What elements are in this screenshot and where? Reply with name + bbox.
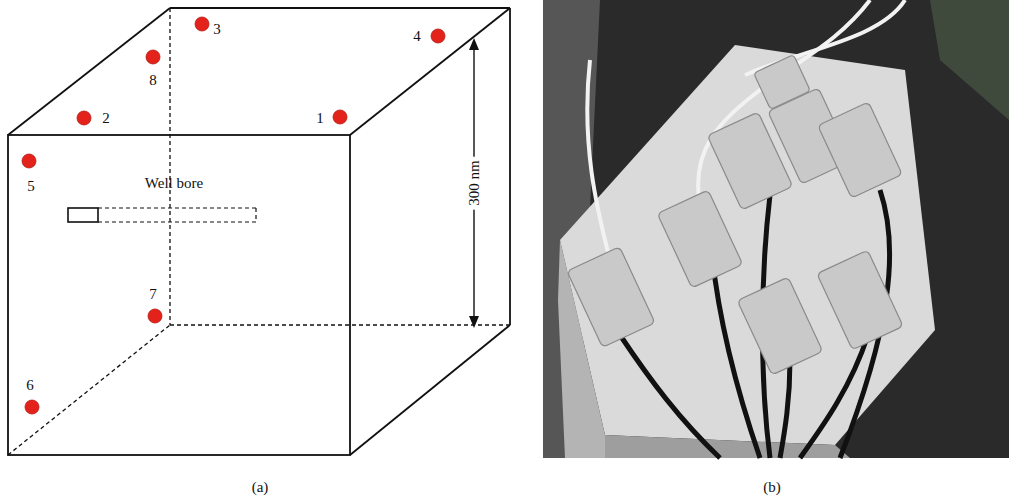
photo-device — [754, 55, 811, 110]
photo-cable — [587, 60, 610, 260]
photo-background-object — [930, 0, 1009, 120]
wellbore-line — [98, 207, 256, 208]
sensor-dot — [146, 50, 160, 64]
dimension-label: 300 nm — [465, 156, 484, 209]
callout-number: 3 — [213, 21, 221, 38]
cube-front-face — [8, 135, 350, 455]
wellbore-dashes — [98, 208, 256, 222]
callout-number: 7 — [149, 286, 157, 303]
dimension-arrowhead — [469, 316, 479, 328]
callout-number: 4 — [413, 28, 421, 45]
photo — [543, 0, 1009, 458]
photo-device — [818, 102, 903, 198]
cube-edge — [350, 325, 510, 455]
photo-background — [543, 0, 1009, 458]
photo-device — [657, 190, 742, 288]
sensor-dot — [431, 29, 445, 43]
wellbore-end — [255, 208, 256, 222]
callout-number: 1 — [316, 110, 324, 127]
part-label: Well bore — [145, 175, 203, 192]
sensor-dots — [22, 17, 445, 414]
callout-number: 6 — [26, 377, 34, 394]
sensor-dot — [77, 111, 91, 125]
photo-devices — [567, 55, 903, 375]
photo-device — [817, 250, 903, 350]
panel-label: (a) — [252, 479, 269, 496]
photo-cable — [780, 360, 790, 458]
cube-edge — [509, 8, 511, 325]
photo-device — [737, 277, 822, 375]
cube-edge — [170, 7, 510, 9]
wellbore-line — [98, 221, 256, 222]
callout-number: 5 — [27, 178, 35, 195]
cube-hidden-edges — [8, 8, 510, 455]
sensor-dot — [22, 154, 36, 168]
callout-number: 2 — [102, 110, 110, 127]
callout-number: 8 — [149, 72, 157, 89]
sensor-dot — [195, 17, 209, 31]
hidden-edge — [8, 325, 170, 455]
cube-outline — [8, 8, 510, 455]
sensor-dot — [25, 400, 39, 414]
photo-cable — [745, 0, 905, 75]
sensor-dot — [333, 110, 347, 124]
dimension-arrowhead — [469, 38, 479, 50]
cube-edge — [350, 8, 510, 135]
photo-white-cables — [587, 0, 905, 260]
sensor-dot — [148, 309, 162, 323]
cube-edge — [8, 8, 170, 135]
panel-label: (b) — [763, 479, 781, 496]
hidden-edge — [170, 324, 510, 325]
photo-cable — [620, 335, 720, 458]
wellbore-collar — [68, 208, 98, 222]
hidden-edge — [169, 8, 170, 325]
photo-box-top — [560, 45, 935, 445]
photo-device — [567, 247, 655, 348]
photo-cable — [712, 255, 760, 458]
